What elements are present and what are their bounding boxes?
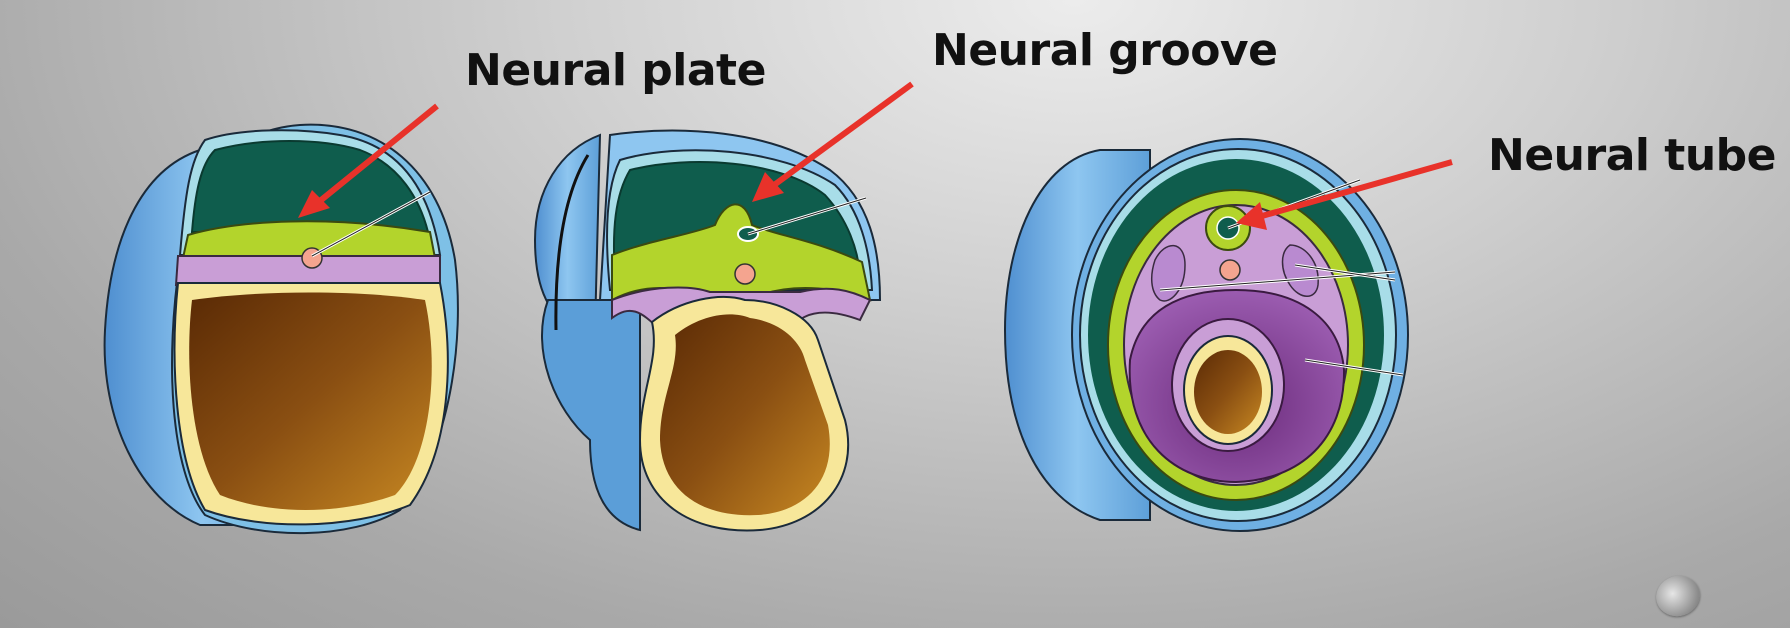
embryo-neural-groove-stage (533, 129, 882, 532)
label-neural-tube: Neural tube (1488, 130, 1776, 181)
embryo-neural-plate-stage (103, 123, 459, 535)
arrow-neural-tube (1236, 159, 1453, 230)
arrow-neural-groove (752, 81, 914, 202)
label-neural-groove: Neural groove (932, 25, 1278, 76)
embryo-neural-tube-stage (1003, 138, 1409, 532)
arrow-neural-plate (298, 103, 439, 218)
label-neural-plate: Neural plate (465, 45, 766, 96)
